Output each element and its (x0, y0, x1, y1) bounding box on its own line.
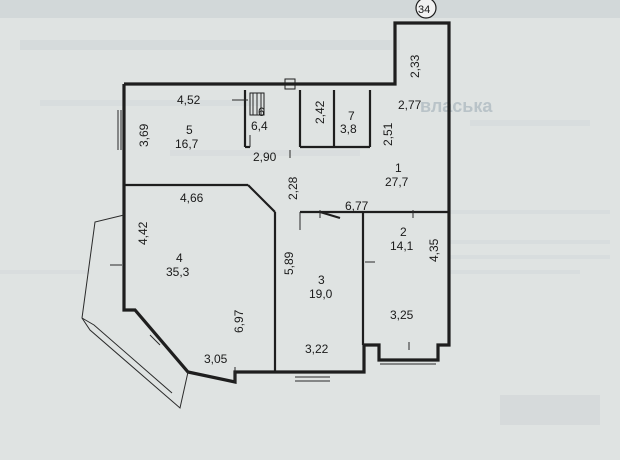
dimension-label: 4,35 (427, 238, 441, 262)
interior-walls (124, 90, 449, 372)
dimension-label: 2,33 (408, 54, 422, 78)
dimension-label: 4,66 (180, 191, 204, 205)
dimension-label: 3,69 (137, 123, 151, 147)
room-1-area: 27,7 (385, 175, 409, 189)
dimension-label: 6,77 (345, 199, 369, 213)
dimension-label: 5,89 (282, 251, 296, 275)
dimension-label: 2,90 (253, 150, 277, 164)
dimension-label: 3,22 (305, 342, 329, 356)
dimension-label: 4,42 (136, 221, 150, 245)
dimension-label: 2,42 (313, 100, 327, 124)
dimension-label: 2,77 (398, 98, 422, 112)
outer-walls (117, 21, 451, 384)
room-3-number: 3 (318, 273, 325, 287)
dimension-label: 2,51 (381, 122, 395, 146)
room-2-area: 14,1 (390, 239, 414, 253)
balcony-outline (81, 214, 189, 409)
background-noise (0, 0, 620, 18)
room-7-area: 3,8 (340, 122, 357, 136)
room-1-number: 1 (395, 161, 402, 175)
room-5-number: 5 (186, 123, 193, 137)
dimension-labels: 2,33 4,52 3,69 2,90 2,42 2,51 2,77 2,28 … (136, 54, 441, 366)
dimension-label: 6,97 (232, 309, 246, 333)
background-text: власька (420, 96, 493, 116)
room-labels: 1 27,7 2 14,1 3 19,0 4 35,3 5 16,7 6 6,4… (166, 105, 414, 301)
dimension-label: 3,05 (204, 352, 228, 366)
dimension-label: 3,25 (390, 308, 414, 322)
room-4-area: 35,3 (166, 265, 190, 279)
room-4-number: 4 (176, 251, 183, 265)
axis-marker: 34 (415, 0, 437, 19)
room-3-area: 19,0 (309, 287, 333, 301)
dimension-label: 2,28 (286, 176, 300, 200)
room-7-number: 7 (348, 109, 355, 123)
room-6-area: 6,4 (251, 119, 268, 133)
room-2-number: 2 (400, 225, 407, 239)
dimension-label: 4,52 (177, 93, 201, 107)
axis-marker-label: 34 (418, 4, 430, 16)
room-6-number: 6 (258, 105, 265, 119)
room-5-area: 16,7 (175, 137, 199, 151)
dimension-ticks (110, 99, 414, 382)
